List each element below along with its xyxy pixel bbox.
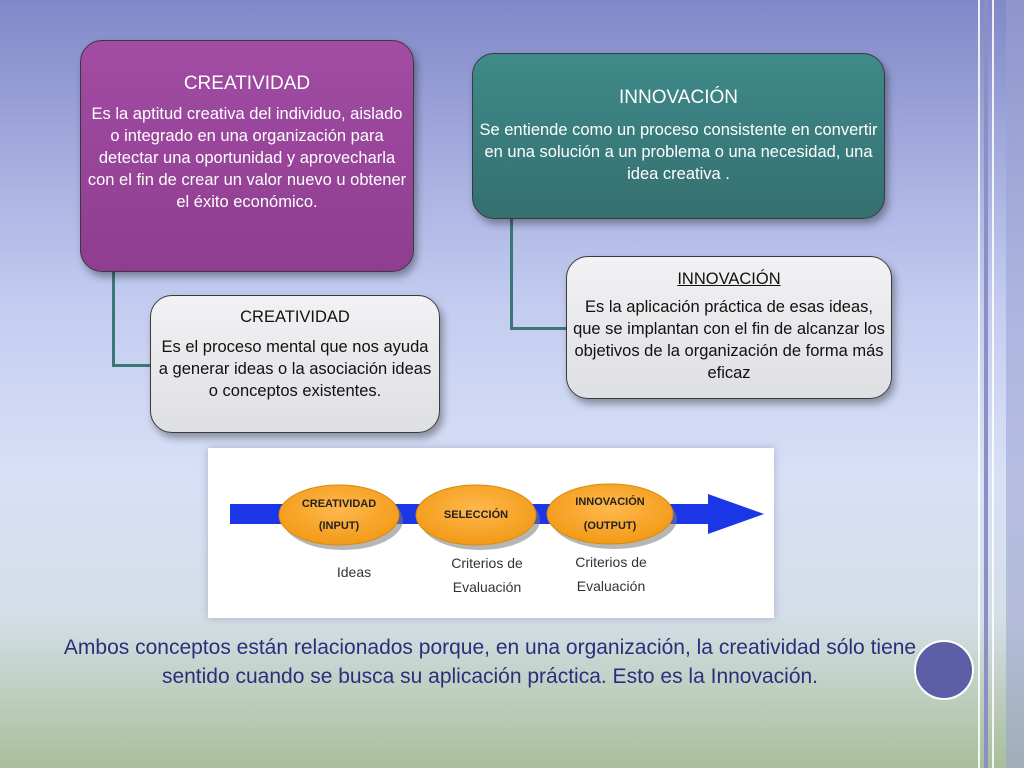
creatividad-detail-text: Es el proceso mental que nos ayuda a gen… (158, 338, 432, 400)
innovacion-title: INNOVACIÓN (619, 87, 738, 108)
connector-innovacion (510, 219, 569, 330)
stage-innovacion-oval (546, 483, 674, 545)
stage-creatividad-sublabel: (INPUT) (319, 520, 360, 532)
innovacion-detail-title: INNOVACIÓN (677, 270, 781, 288)
connector-creatividad (112, 272, 153, 367)
decorative-circle (914, 640, 974, 700)
stage-seleccion-label: SELECCIÓN (444, 508, 508, 521)
innovacion-detail-box: INNOVACIÓN Es la aplicación práctica de … (566, 256, 892, 399)
stage-seleccion-caption-line1: Criterios de (451, 555, 523, 571)
creatividad-definition: Es la aptitud creativa del individuo, ai… (87, 105, 407, 211)
creatividad-title: CREATIVIDAD (183, 73, 311, 94)
stage-innovacion-caption-line2: Evaluación (577, 578, 646, 594)
creatividad-detail-box: CREATIVIDAD Es el proceso mental que nos… (150, 295, 440, 433)
innovacion-detail-text: Es la aplicación práctica de esas ideas,… (573, 298, 885, 382)
stage-innovacion-caption-line1: Criterios de (575, 554, 647, 570)
creatividad-detail-title: CREATIVIDAD (240, 308, 350, 326)
innovacion-definition: Se entiende como un proceso consistente … (479, 121, 878, 183)
stage-seleccion-oval (415, 484, 537, 546)
process-diagram-svg: CREATIVIDAD (INPUT) SELECCIÓN INNOVACIÓN… (230, 483, 764, 595)
innovacion-definition-box: INNOVACIÓN Se entiende como un proceso c… (472, 53, 885, 219)
creatividad-definition-box: CREATIVIDAD Es la aptitud creativa del i… (80, 40, 414, 272)
process-diagram: CREATIVIDAD (INPUT) SELECCIÓN INNOVACIÓN… (208, 448, 774, 618)
conclusion-text: Ambos conceptos están relacionados porqu… (63, 636, 917, 688)
decor-line (984, 0, 988, 768)
stage-innovacion-label: INNOVACIÓN (575, 495, 645, 508)
stage-creatividad-caption: Ideas (337, 564, 371, 580)
decor-line (1006, 0, 1024, 768)
decor-line (978, 0, 980, 768)
stage-creatividad-oval (278, 484, 400, 546)
stage-creatividad-label: CREATIVIDAD (302, 498, 376, 510)
decor-line (992, 0, 994, 768)
stage-seleccion-caption-line2: Evaluación (453, 579, 522, 595)
stage-innovacion-sublabel: (OUTPUT) (584, 520, 637, 532)
